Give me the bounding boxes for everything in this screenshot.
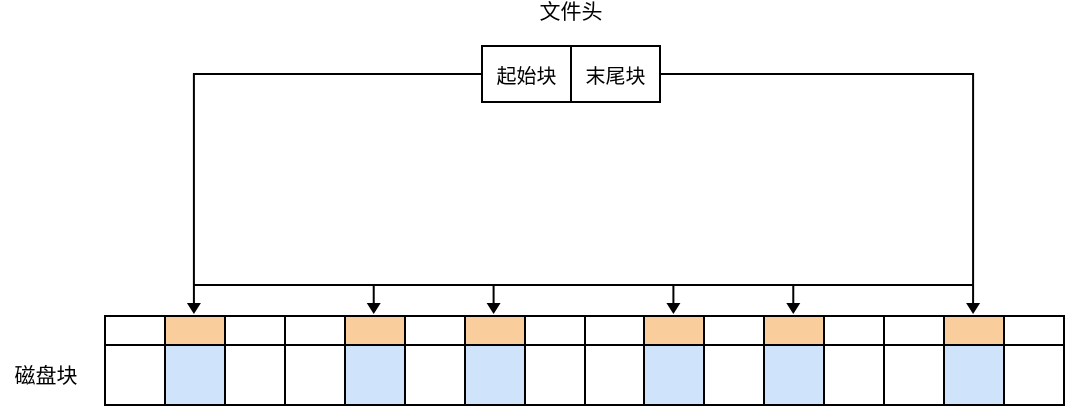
disk-block-bottom-cell-2 [163,346,224,404]
disk-block-bottom-cell-11 [703,346,764,404]
disk-block-grid [104,315,1065,406]
disk-block-bottom-cell-9 [583,346,644,404]
disk-block-top-cell-14 [883,317,944,346]
disk-block-bottom-cell-7 [463,346,524,404]
disk-block-bottom-cell-10 [643,346,704,404]
disk-block-bottom-cell-6 [403,346,464,404]
disk-grid-top-row [106,317,1063,346]
disk-block-bottom-cell-4 [283,346,344,404]
disk-block-top-cell-9 [583,317,644,346]
disk-block-top-cell-11 [703,317,764,346]
disk-block-bottom-cell-15 [943,346,1004,404]
disk-block-top-cell-13 [823,317,884,346]
file-header-box: 起始块 末尾块 [481,45,661,103]
disk-block-top-cell-10 [643,317,704,346]
end-block-cell: 末尾块 [570,47,659,101]
disk-block-top-cell-5 [343,317,404,346]
start-block-cell: 起始块 [496,65,557,88]
arrowhead-icon [786,303,801,314]
disk-block-bottom-cell-5 [343,346,404,404]
disk-block-top-cell-1 [106,317,164,346]
disk-block-top-cell-16 [1003,317,1063,346]
arrowhead-icon [966,303,981,314]
disk-block-bottom-cell-12 [763,346,824,404]
arrowhead-icon [186,303,201,314]
disk-block-top-cell-6 [403,317,464,346]
disk-block-bottom-cell-13 [823,346,884,404]
arrowhead-icon [366,303,381,314]
disk-block-top-cell-12 [763,317,824,346]
disk-block-bottom-cell-16 [1003,346,1063,404]
arrowhead-icon [486,303,501,314]
disk-block-bottom-cell-14 [883,346,944,404]
disk-block-top-cell-2 [163,317,224,346]
disk-block-bottom-cell-1 [106,346,164,404]
disk-block-bottom-cell-8 [523,346,584,404]
end-block-connector-line [661,73,975,285]
disk-block-top-cell-15 [943,317,1004,346]
file-header-title: 文件头 [539,1,603,24]
disk-block-bottom-cell-3 [223,346,284,404]
disk-grid-bottom-row [106,346,1063,404]
start-block-connector-line [192,73,481,285]
arrowhead-icon [666,303,681,314]
disk-blocks-label: 磁盘块 [14,365,78,388]
disk-block-top-cell-8 [523,317,584,346]
disk-block-top-cell-3 [223,317,284,346]
disk-block-top-cell-7 [463,317,524,346]
disk-block-top-cell-4 [283,317,344,346]
